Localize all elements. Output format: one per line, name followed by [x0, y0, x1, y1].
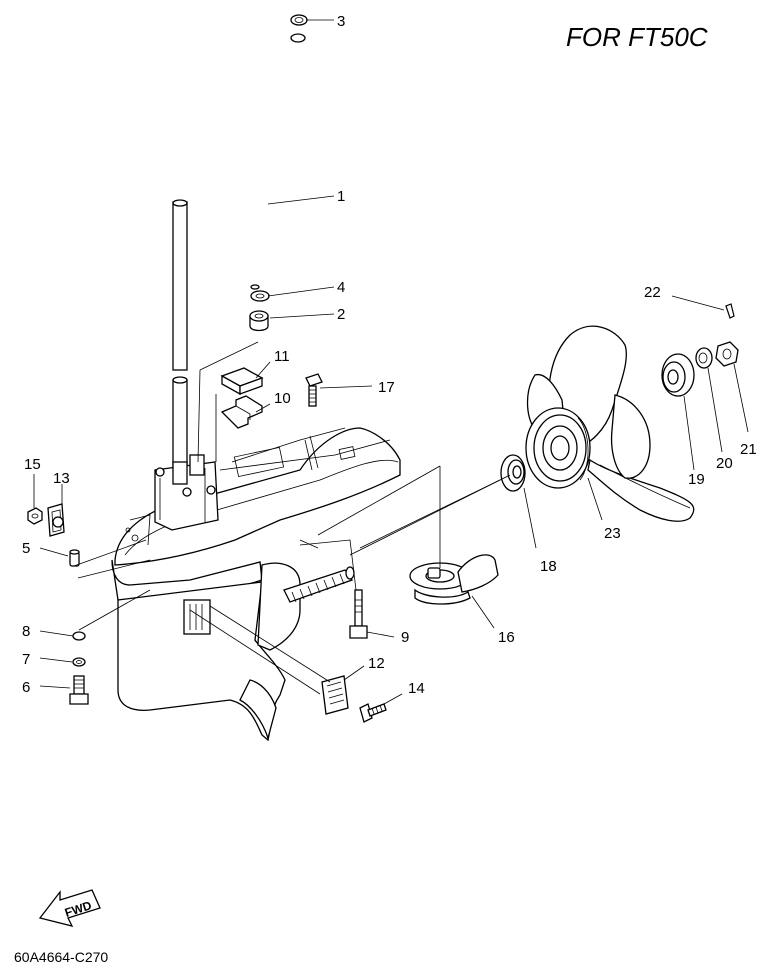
callout-19: 19 [688, 471, 705, 488]
callout-4: 4 [337, 279, 345, 296]
seal-4 [250, 290, 270, 302]
washer-20 [695, 347, 713, 369]
callout-12: 12 [368, 655, 385, 672]
grommet-3 [290, 14, 308, 26]
intake-cover-12 [321, 675, 349, 715]
callout-7: 7 [22, 651, 30, 668]
callout-15: 15 [24, 456, 41, 473]
callout-17: 17 [378, 379, 395, 396]
callout-20: 20 [716, 455, 733, 472]
water-tube [249, 33, 306, 290]
lower-casing [111, 427, 401, 742]
washer-8 [72, 631, 86, 641]
callout-23: 23 [604, 525, 621, 542]
spacer-19 [661, 353, 695, 397]
callout-3: 3 [337, 13, 345, 30]
callout-18: 18 [540, 558, 557, 575]
nut-21 [715, 341, 739, 367]
callout-9: 9 [401, 629, 409, 646]
callout-1: 1 [337, 188, 345, 205]
callout-labels: 3 1 4 2 11 10 17 15 13 5 8 7 6 9 12 14 1… [22, 13, 757, 697]
drive-shaft [172, 199, 188, 471]
bolt-17 [305, 373, 323, 407]
diagram-title: FOR FT50C [566, 22, 708, 52]
trim-tab-16 [409, 554, 499, 605]
callout-16: 16 [498, 629, 515, 646]
dowel-pin-5 [69, 549, 80, 567]
callout-21: 21 [740, 441, 757, 458]
plate-11 [220, 367, 264, 396]
drawing-code: 60A4664-C270 [14, 949, 108, 965]
callout-11: 11 [274, 348, 290, 365]
grommet-2 [249, 310, 269, 332]
bolt-9 [349, 589, 368, 639]
callout-13: 13 [53, 470, 70, 487]
propeller-23 [525, 325, 695, 522]
washer-7 [72, 657, 86, 667]
thrust-washer-18 [500, 454, 526, 492]
callout-5: 5 [22, 540, 30, 557]
leader-lines [33, 19, 749, 705]
cotter-pin-22 [725, 303, 735, 319]
anode-13 [47, 503, 65, 537]
callout-6: 6 [22, 679, 30, 696]
callout-8: 8 [22, 623, 30, 640]
fwd-arrow-icon: FWD [38, 889, 101, 927]
callout-2: 2 [337, 306, 345, 323]
callout-22: 22 [644, 284, 661, 301]
nut-15 [27, 507, 43, 525]
screw-14 [359, 703, 387, 723]
bolt-6 [69, 675, 89, 705]
callout-10: 10 [274, 390, 291, 407]
callout-14: 14 [408, 680, 425, 697]
